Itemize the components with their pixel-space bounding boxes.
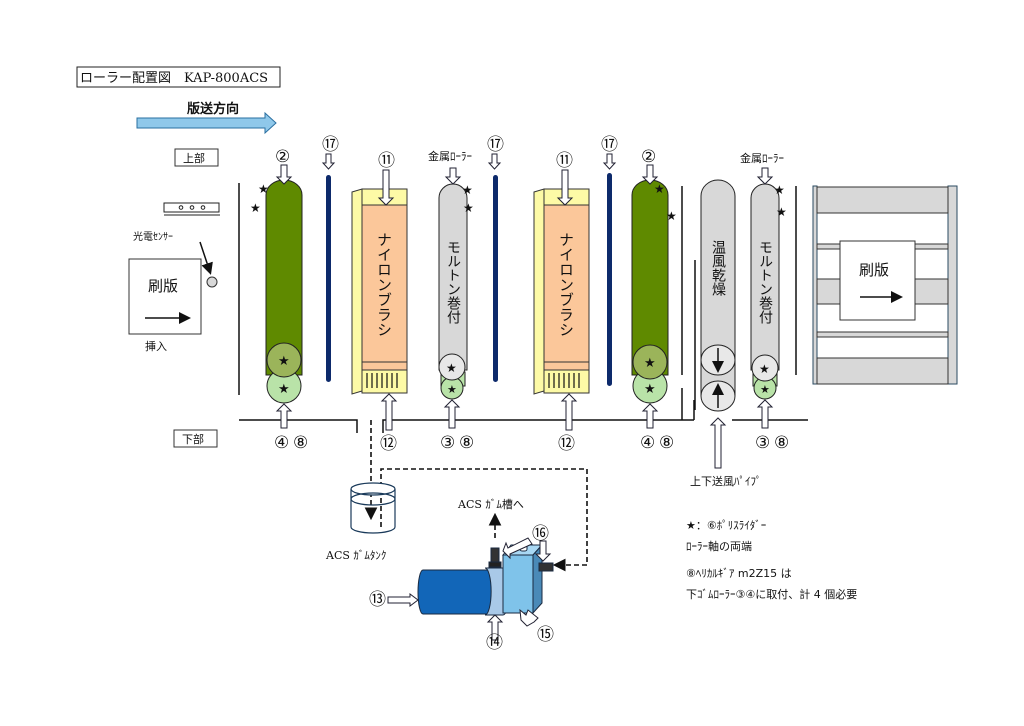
note-line: ⑧ﾍﾘｶﾙｷﾞｱ m2Z15 は (686, 567, 792, 580)
nylon-brush-2: ナイロンブラシ (533, 188, 590, 395)
rod-17-b (493, 175, 498, 382)
top-labels: ② ⑰ ⑪ 金属ﾛｰﾗｰ ⑰ ⑪ ⑰ ② 金属ﾛｰﾗｰ (275, 135, 784, 171)
svg-text:★: ★ (462, 183, 473, 197)
title-box: ローラー配置図 KAP-800ACS (76, 66, 281, 88)
svg-text:⑰: ⑰ (487, 135, 504, 155)
svg-text:★: ★ (278, 382, 290, 397)
notes: ★：⑥ﾎﾟﾘｽﾗｲﾀﾞｰ ﾛｰﾗｰ軸の両端 ⑧ﾍﾘｶﾙｷﾞｱ m2Z15 は 下… (686, 519, 857, 601)
rod-17-c (607, 173, 612, 386)
pointer-arrows (275, 153, 774, 469)
svg-text:★: ★ (447, 383, 457, 396)
svg-text:下部: 下部 (182, 432, 204, 446)
svg-text:③: ③ (440, 433, 455, 453)
note-line: ★：⑥ﾎﾟﾘｽﾗｲﾀﾞｰ (686, 519, 766, 532)
svg-text:⑯: ⑯ (532, 524, 549, 544)
svg-text:⑫: ⑫ (558, 434, 575, 454)
sensor-pointer-arrow (199, 241, 213, 275)
pump-callouts: ⑬ ⑭ ⑮ ⑯ (369, 524, 554, 653)
svg-text:モルトン巻付: モルトン巻付 (445, 240, 461, 325)
air-pipe-label: 上下送風ﾊﾟｲﾌﾟ (690, 474, 762, 488)
svg-text:⑰: ⑰ (322, 135, 339, 155)
roller-2-right: ★ ★ ★ ★ (631, 179, 677, 404)
gum-tank-icon (350, 482, 396, 534)
svg-text:金属ﾛｰﾗｰ: 金属ﾛｰﾗｰ (740, 151, 784, 165)
svg-text:⑰: ⑰ (601, 135, 618, 155)
svg-text:温風乾燥: 温風乾燥 (710, 240, 726, 296)
direction-arrow (136, 111, 277, 135)
svg-text:⑧: ⑧ (774, 433, 789, 453)
svg-text:⑧: ⑧ (459, 433, 474, 453)
svg-text:⑫: ⑫ (380, 434, 397, 454)
svg-text:モルトン巻付: モルトン巻付 (757, 240, 773, 325)
star-icon: ★ (250, 201, 261, 215)
insert-plate-box: 刷版 (128, 258, 202, 335)
frame-lines (238, 183, 808, 433)
svg-text:★: ★ (446, 361, 457, 375)
svg-text:②: ② (641, 147, 656, 167)
molton-roller-1: ★ ★ ★ ★ モルトン巻付 (438, 183, 474, 400)
svg-text:★: ★ (666, 209, 677, 223)
note-line: ﾛｰﾗｰ軸の両端 (686, 539, 752, 553)
svg-text:刷版: 刷版 (148, 277, 178, 295)
svg-text:③: ③ (755, 433, 770, 453)
svg-text:★: ★ (463, 201, 474, 215)
svg-text:②: ② (275, 147, 290, 167)
svg-text:★: ★ (776, 205, 787, 219)
pump-assembly (417, 543, 554, 616)
svg-text:⑭: ⑭ (486, 633, 503, 653)
svg-text:④: ④ (640, 433, 655, 453)
gum-flow-lines (364, 420, 588, 572)
svg-text:★: ★ (760, 383, 770, 396)
exit-conveyor: 刷版 (812, 185, 958, 385)
warm-air-dryer: 温風乾燥 (700, 179, 736, 412)
nylon-brush-1: ナイロンブラシ (351, 188, 408, 395)
svg-text:金属ﾛｰﾗｰ: 金属ﾛｰﾗｰ (428, 149, 472, 163)
svg-text:⑪: ⑪ (378, 151, 395, 171)
bottom-labels: ④ ⑧ ⑫ ③ ⑧ ⑫ ④ ⑧ ③ ⑧ (274, 433, 789, 454)
sensor-label: 光電ｾﾝｻｰ (133, 230, 173, 243)
svg-text:★: ★ (644, 382, 656, 397)
rod-17-a (326, 175, 331, 382)
photo-sensor-icon (206, 276, 218, 288)
gum-tank-label: ACS ｶﾞﾑﾀﾝｸ (325, 549, 386, 562)
photo-sensor-bar (163, 202, 220, 216)
svg-text:ナイロンブラシ: ナイロンブラシ (375, 232, 393, 337)
svg-text:⑪: ⑪ (556, 151, 573, 171)
svg-text:★: ★ (644, 356, 656, 371)
svg-text:⑧: ⑧ (293, 433, 308, 453)
upper-label-box: 上部 (174, 148, 219, 167)
note-line: 下ｺﾞﾑﾛｰﾗｰ③④に取付、計 4 個必要 (686, 587, 857, 601)
exit-plate-label: 刷版 (859, 261, 889, 279)
molton-roller-2: ★ ★ ★ ★ モルトン巻付 (750, 183, 787, 400)
roller-2-left: ★ ★ ★ ★ (250, 179, 303, 404)
gum-bath-label: ACS ｶﾞﾑ槽へ (457, 498, 524, 511)
svg-text:★: ★ (774, 183, 785, 197)
direction-label: 版送方向 (187, 101, 239, 117)
svg-text:⑧: ⑧ (659, 433, 674, 453)
svg-text:★: ★ (278, 354, 290, 369)
svg-text:ナイロンブラシ: ナイロンブラシ (557, 232, 575, 337)
svg-text:④: ④ (274, 433, 289, 453)
star-icon: ★ (258, 182, 269, 196)
svg-text:上部: 上部 (183, 151, 205, 165)
lower-label-box: 下部 (173, 429, 218, 448)
svg-text:★: ★ (759, 362, 770, 376)
svg-text:⑬: ⑬ (369, 590, 386, 610)
svg-text:★: ★ (654, 182, 665, 196)
svg-text:⑮: ⑮ (537, 625, 554, 645)
title-text: ローラー配置図 KAP-800ACS (80, 71, 268, 86)
insert-label: 挿入 (145, 339, 167, 353)
